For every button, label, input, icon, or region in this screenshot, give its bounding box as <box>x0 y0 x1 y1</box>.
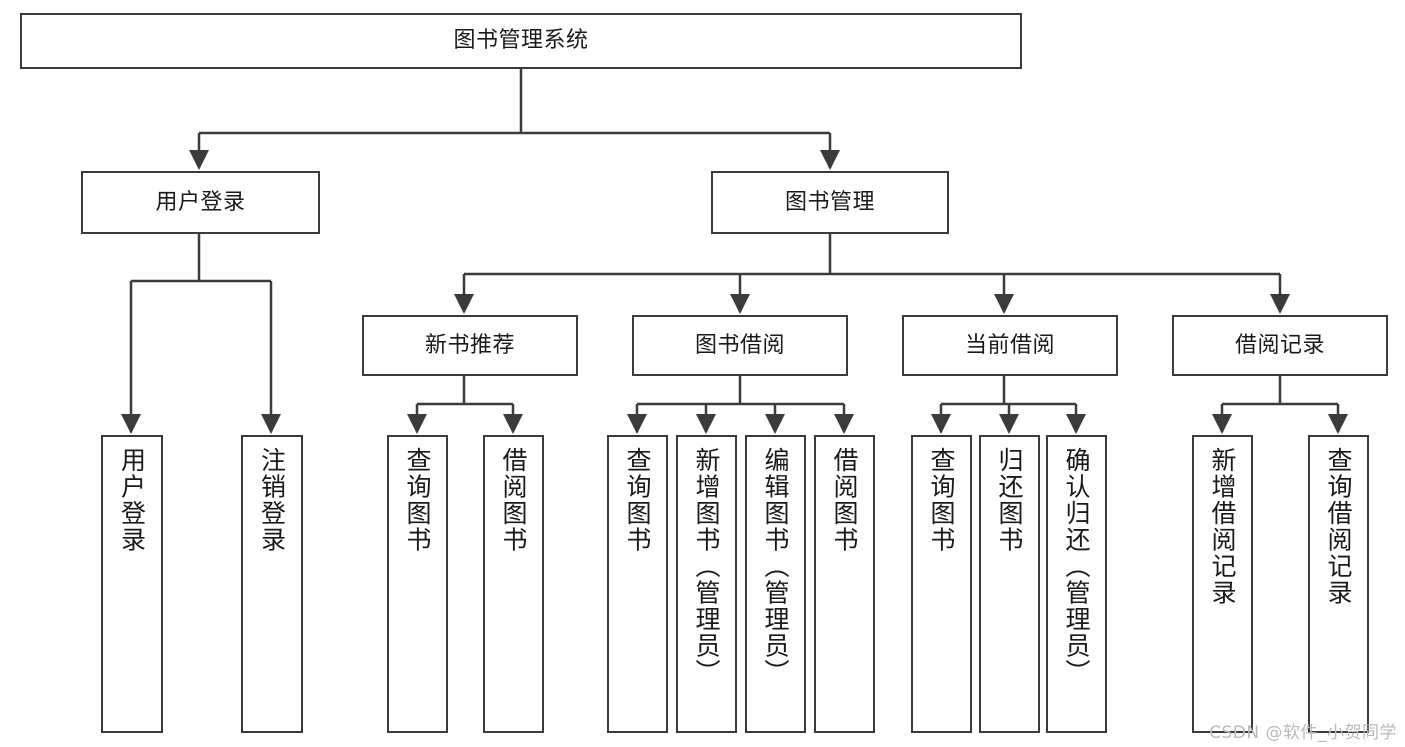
node-leaf-confirm-return[interactable]: 确认归还（管理员） <box>1046 435 1107 733</box>
node-leaf-return-book[interactable]: 归还图书 <box>979 435 1040 733</box>
node-leaf-borrow-book-2[interactable]: 借阅图书 <box>814 435 875 733</box>
node-current-borrow-label: 当前借阅 <box>964 332 1055 358</box>
node-leaf-user-login[interactable]: 用户登录 <box>101 435 163 733</box>
node-leaf-query-book-2[interactable]: 查询图书 <box>607 435 668 733</box>
node-leaf-query-record-label: 查询借阅记录 <box>1324 447 1353 606</box>
node-root-label: 图书管理系统 <box>453 28 589 54</box>
node-borrow-record-label: 借阅记录 <box>1234 332 1325 358</box>
node-new-book-rec-label: 新书推荐 <box>424 332 515 358</box>
node-leaf-borrow-book-2-label: 借阅图书 <box>830 447 859 553</box>
node-user-login[interactable]: 用户登录 <box>81 171 320 234</box>
node-user-login-label: 用户登录 <box>155 189 246 215</box>
node-leaf-query-book-3-label: 查询图书 <box>927 447 956 553</box>
node-leaf-query-book-2-label: 查询图书 <box>623 447 652 553</box>
node-leaf-add-record[interactable]: 新增借阅记录 <box>1192 435 1253 733</box>
node-book-manage[interactable]: 图书管理 <box>711 171 949 234</box>
node-book-borrow-label: 图书借阅 <box>694 332 785 358</box>
node-current-borrow[interactable]: 当前借阅 <box>902 315 1118 376</box>
node-leaf-edit-book[interactable]: 编辑图书（管理员） <box>745 435 806 733</box>
node-leaf-edit-book-label: 编辑图书（管理员） <box>761 447 790 686</box>
node-leaf-query-book-1[interactable]: 查询图书 <box>387 435 448 733</box>
node-leaf-add-record-label: 新增借阅记录 <box>1208 447 1237 606</box>
node-leaf-confirm-return-label: 确认归还（管理员） <box>1062 447 1091 686</box>
node-leaf-add-book-label: 新增图书（管理员） <box>692 447 721 686</box>
node-leaf-logout-label: 注销登录 <box>257 447 287 553</box>
node-leaf-query-book-3[interactable]: 查询图书 <box>911 435 972 733</box>
node-leaf-user-login-label: 用户登录 <box>117 447 147 553</box>
node-leaf-borrow-book-1-label: 借阅图书 <box>499 447 528 553</box>
node-new-book-rec[interactable]: 新书推荐 <box>362 315 578 376</box>
node-borrow-record[interactable]: 借阅记录 <box>1172 315 1388 376</box>
node-book-borrow[interactable]: 图书借阅 <box>632 315 848 376</box>
node-leaf-logout[interactable]: 注销登录 <box>241 435 303 733</box>
node-leaf-borrow-book-1[interactable]: 借阅图书 <box>483 435 544 733</box>
node-book-manage-label: 图书管理 <box>784 189 875 215</box>
node-leaf-query-record[interactable]: 查询借阅记录 <box>1308 435 1369 733</box>
node-leaf-add-book[interactable]: 新增图书（管理员） <box>676 435 737 733</box>
node-leaf-query-book-1-label: 查询图书 <box>403 447 432 553</box>
node-root[interactable]: 图书管理系统 <box>20 13 1022 69</box>
node-leaf-return-book-label: 归还图书 <box>995 447 1024 553</box>
